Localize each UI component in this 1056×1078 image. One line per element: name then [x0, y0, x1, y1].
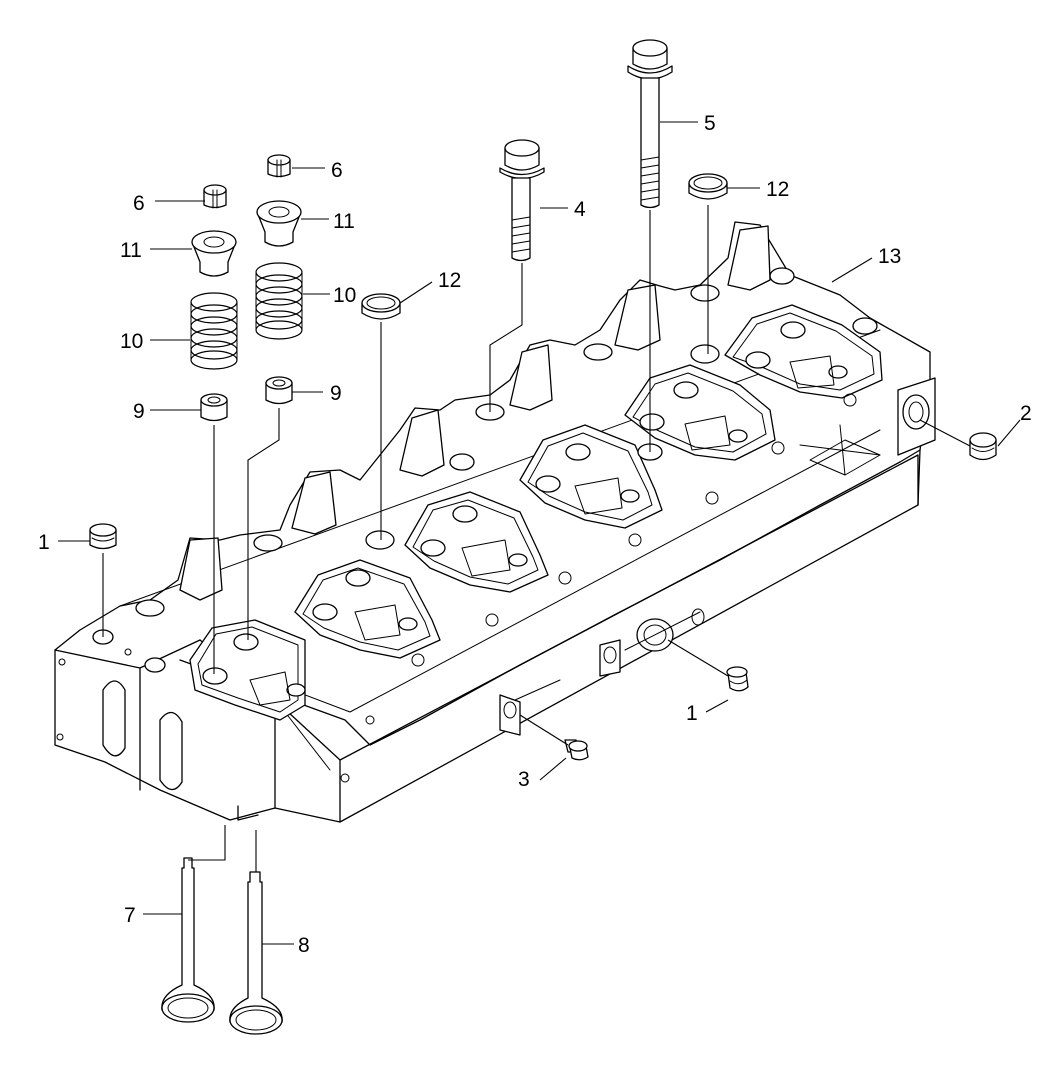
callout-12-left: 12 — [438, 269, 461, 292]
ring-12-right — [688, 173, 728, 200]
callout-1-left: 1 — [38, 531, 50, 554]
callout-11-right: 11 — [333, 210, 355, 233]
ring-12-left — [361, 293, 401, 320]
spring-retainer-11-right — [256, 200, 302, 247]
callout-1-right: 1 — [686, 702, 698, 725]
callout-7: 7 — [124, 904, 136, 927]
bolt-5 — [627, 39, 673, 209]
callout-12-right: 12 — [766, 178, 789, 201]
plug-3 — [564, 739, 589, 761]
cylinder-head — [54, 221, 936, 823]
valve-spring-10-right — [255, 262, 303, 340]
callout-6-left: 6 — [133, 192, 145, 215]
valve-chamber-2 — [294, 559, 441, 659]
plug-2 — [969, 432, 997, 461]
callout-13: 13 — [878, 245, 901, 268]
leader-lines — [58, 121, 1021, 945]
exhaust-valve-8 — [229, 871, 283, 1035]
callout-10-left: 10 — [120, 330, 143, 353]
valve-chamber-3 — [404, 491, 549, 593]
callout-10-right: 10 — [333, 284, 356, 307]
spring-retainer-11-left — [191, 230, 237, 277]
callout-11-left: 11 — [120, 239, 142, 262]
callout-6-right: 6 — [331, 159, 343, 182]
callout-5: 5 — [704, 112, 716, 135]
callout-9-left: 9 — [133, 400, 145, 423]
callout-3: 3 — [518, 768, 530, 791]
callout-9-right: 9 — [330, 382, 342, 405]
valve-chamber-4 — [519, 424, 663, 529]
valve-stem-seal-9-right — [265, 376, 293, 405]
valve-cotter-6-left — [203, 184, 227, 209]
valve-spring-10-left — [190, 292, 238, 370]
callout-4: 4 — [574, 198, 586, 221]
callout-labels: 1 1 2 3 4 5 6 6 7 8 9 9 10 10 11 11 12 1… — [38, 112, 1032, 957]
valve-chamber-5 — [624, 364, 776, 461]
callout-8: 8 — [298, 934, 310, 957]
valve-chamber-1 — [189, 619, 306, 721]
plug-1-right — [726, 666, 749, 692]
bolt-4 — [499, 139, 545, 262]
valve-cotter-6-right — [267, 154, 291, 178]
valve-chamber-6 — [724, 304, 883, 399]
callout-2: 2 — [1020, 402, 1032, 425]
plug-1-left — [89, 523, 117, 550]
valve-stem-seal-9-left — [200, 393, 228, 422]
intake-valve-7 — [161, 857, 215, 1023]
